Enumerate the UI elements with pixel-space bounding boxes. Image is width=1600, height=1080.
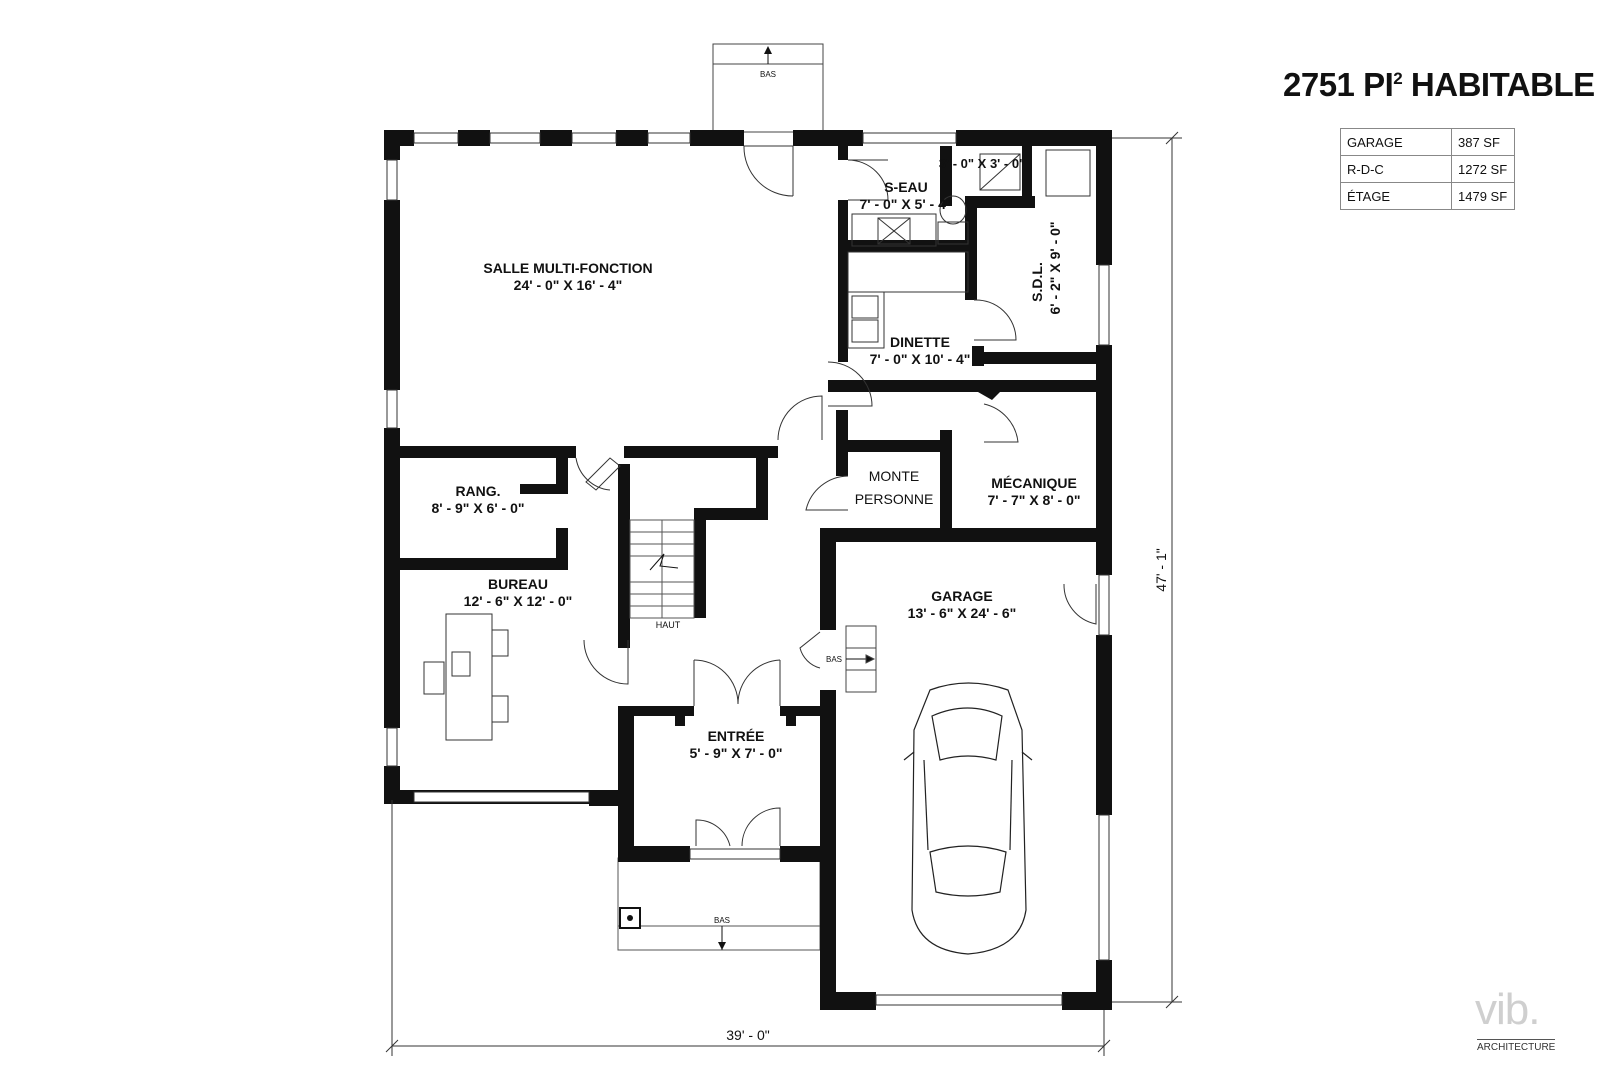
area-row: R-D-C 1272 SF (1340, 155, 1515, 183)
sdl-name: S.D.L. (1029, 262, 1045, 302)
page-title: 2751 PI2 HABITABLE (1283, 66, 1595, 104)
bureau-dim: 12' - 6" X 12' - 0" (464, 593, 573, 609)
logo-mark: vib. (1475, 985, 1540, 1034)
s-eau-dim: 7' - 0" X 5' - 4" (859, 196, 952, 212)
dimension-lines (385, 131, 1182, 1056)
area-value: 1272 SF (1451, 155, 1515, 183)
haut-label: HAUT (656, 620, 681, 630)
monte-line2: PERSONNE (855, 491, 934, 507)
shower-dim: 3' - 0" X 3' - 0" (939, 156, 1025, 171)
stairs (629, 519, 695, 619)
entree-name: ENTRÉE (708, 728, 765, 744)
car (903, 682, 1033, 955)
width-dimension: 39' - 0" (726, 1027, 769, 1043)
logo-subtitle: ARCHITECTURE (1477, 1039, 1556, 1053)
salle-multi-name: SALLE MULTI-FONCTION (483, 260, 652, 276)
area-table: GARAGE 387 SF R-D-C 1272 SF ÉTAGE 1479 S… (1340, 128, 1515, 210)
office-furniture (423, 613, 509, 741)
rang-dim: 8' - 9" X 6' - 0" (431, 500, 524, 516)
area-value: 387 SF (1451, 128, 1515, 156)
walls (384, 130, 1112, 1010)
bas-top-label: BAS (760, 70, 776, 79)
mecanique-dim: 7' - 7" X 8' - 0" (987, 492, 1080, 508)
garage-dim: 13' - 6" X 24' - 6" (908, 605, 1017, 621)
front-porch (617, 857, 821, 951)
dinette-name: DINETTE (890, 334, 950, 350)
bas-porch-label: BAS (714, 916, 730, 925)
salle-multi-dim: 24' - 0" X 16' - 4" (514, 277, 623, 293)
title-number: 2751 PI (1283, 66, 1394, 103)
rang-name: RANG. (455, 483, 500, 499)
area-name: R-D-C (1340, 155, 1452, 183)
top-steps (712, 43, 824, 133)
dinette-dim: 7' - 0" X 10' - 4" (870, 351, 971, 367)
area-value: 1479 SF (1451, 182, 1515, 210)
area-row: ÉTAGE 1479 SF (1340, 182, 1515, 210)
area-name: ÉTAGE (1340, 182, 1452, 210)
area-row: GARAGE 387 SF (1340, 128, 1515, 156)
fixtures (847, 149, 1091, 349)
area-name: GARAGE (1340, 128, 1452, 156)
entree-dim: 5' - 9" X 7' - 0" (689, 745, 782, 761)
mecanique-name: MÉCANIQUE (991, 475, 1077, 491)
monte-line1: MONTE (869, 468, 920, 484)
garage-steps (845, 625, 877, 693)
s-eau-name: S-EAU (884, 179, 928, 195)
windows (386, 132, 1110, 1006)
title-sup: 2 (1393, 69, 1403, 88)
depth-dimension: 47' - 1" (1153, 548, 1169, 591)
bas-garage-label: BAS (826, 655, 842, 664)
door-swings (575, 145, 1097, 847)
bureau-name: BUREAU (488, 576, 548, 592)
sdl-dim: 6' - 2" X 9' - 0" (1047, 221, 1063, 314)
title-suffix: HABITABLE (1402, 66, 1595, 103)
garage-name: GARAGE (931, 588, 992, 604)
